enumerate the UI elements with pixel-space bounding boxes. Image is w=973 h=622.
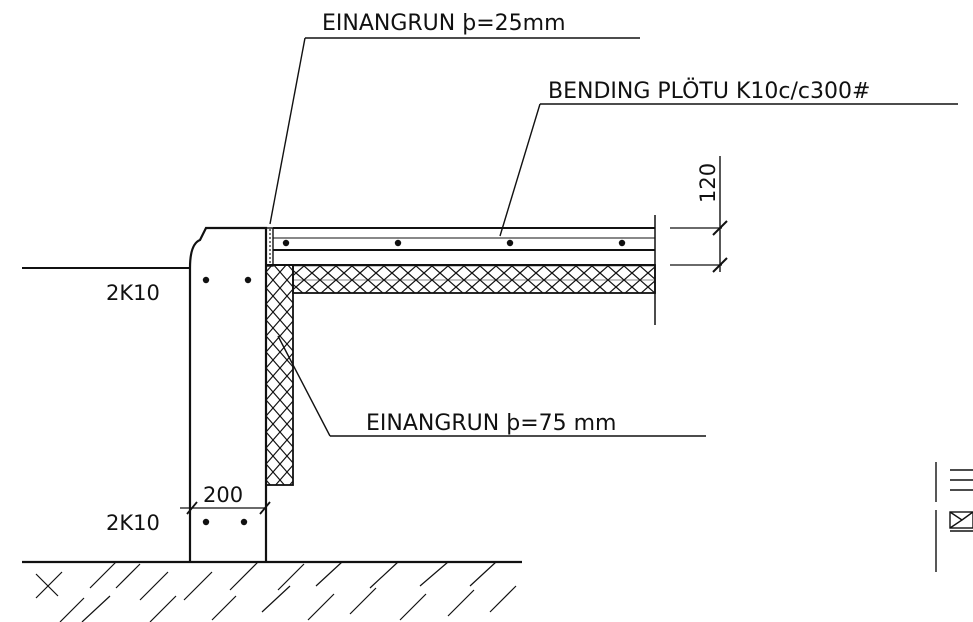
insulation-wall-75mm bbox=[265, 264, 294, 486]
insulation-wall-label: EINANGRUN þ=75 mm bbox=[366, 411, 617, 436]
legend-fragment bbox=[935, 462, 973, 572]
slab-rebar-dot bbox=[618, 239, 626, 247]
footing-dimension-tick bbox=[186, 501, 271, 515]
slab-rebar-dot bbox=[282, 239, 290, 247]
insulation-strip-25mm bbox=[265, 227, 274, 267]
leader-slab-reinforcement bbox=[499, 103, 541, 237]
footing-width-label: 200 bbox=[203, 483, 243, 507]
foundation-wall-outline bbox=[188, 226, 268, 562]
leader-insulation-top bbox=[269, 37, 306, 225]
footing-rebar-dot bbox=[202, 518, 210, 526]
edge-bars-top-label: 2K10 bbox=[106, 281, 160, 305]
dimension-thickness-label: 120 bbox=[696, 163, 720, 203]
edge-bars-bottom-label: 2K10 bbox=[106, 511, 160, 535]
wall-rebar-dot bbox=[202, 276, 210, 284]
footing-rebar-dot bbox=[240, 518, 248, 526]
slab-rebar-dot bbox=[506, 239, 514, 247]
insulation-under-slab bbox=[292, 264, 656, 294]
dimension-tick bbox=[712, 220, 728, 273]
leader-insulation-wall bbox=[277, 335, 331, 437]
insulation-top-label: EINANGRUN þ=25mm bbox=[322, 11, 566, 36]
wall-rebar-dot bbox=[244, 276, 252, 284]
slab-reinforcement-label: BENDING PLÖTU K10c/c300# bbox=[548, 78, 870, 104]
soil-hatching bbox=[35, 561, 517, 622]
slab-rebar-dot bbox=[394, 239, 402, 247]
